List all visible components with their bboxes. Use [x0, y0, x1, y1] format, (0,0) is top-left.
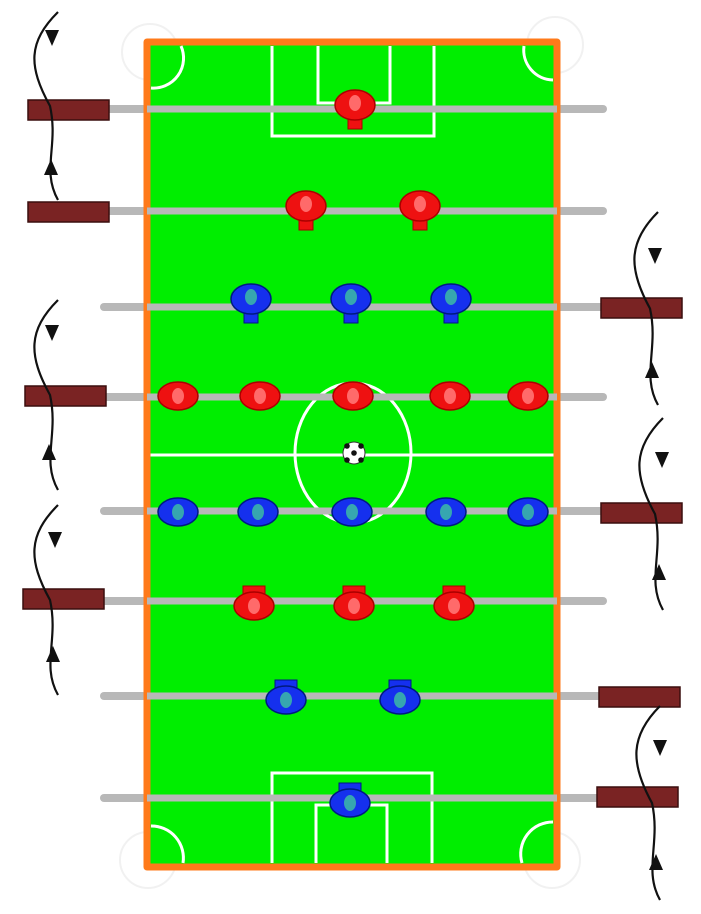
arrow-down-icon	[45, 325, 59, 341]
blue-player-figure	[329, 782, 371, 818]
top-penalty-area	[270, 46, 436, 138]
rotation-curve	[638, 417, 664, 611]
handle-red-goalkeeper-rod	[27, 99, 110, 121]
arrow-up-icon	[46, 646, 60, 662]
player-head	[245, 289, 257, 305]
blue-player-figure	[507, 497, 549, 527]
blue-player-figure	[330, 283, 372, 324]
handle-blue-goalkeeper-rod	[596, 786, 679, 808]
arrow-up-icon	[652, 564, 666, 580]
rotation-arrow-left-1	[33, 11, 59, 201]
arrow-up-icon	[649, 854, 663, 870]
ball-patch	[351, 450, 357, 456]
player-head	[172, 504, 184, 520]
rotation-curve	[633, 211, 659, 406]
rotation-curve	[33, 299, 59, 491]
handle-blue-midfield-rod	[600, 502, 683, 524]
arrow-up-icon	[42, 444, 56, 460]
player-head	[444, 388, 456, 404]
corner-arc	[522, 45, 554, 82]
blue-player-figure	[430, 283, 472, 324]
ball-patch	[358, 457, 364, 463]
handle-red-attack-rod	[22, 588, 105, 610]
player-head	[172, 388, 184, 404]
rotation-curve	[635, 705, 661, 901]
blue-player-figure	[237, 497, 279, 527]
red-player-figure	[233, 585, 275, 621]
player-head	[254, 388, 266, 404]
blue-player-figure	[331, 497, 373, 527]
arrow-down-icon	[45, 30, 59, 46]
red-player-figure	[332, 381, 374, 411]
rotation-arrow-left-3	[33, 504, 62, 696]
red-player-figure	[285, 190, 327, 231]
rotation-curve	[33, 504, 59, 696]
blue-player-figure	[230, 283, 272, 324]
table-frame	[143, 38, 561, 871]
ball-patch	[344, 457, 350, 463]
handle-blue-defense-rod	[598, 686, 681, 708]
player-head	[445, 289, 457, 305]
player-head	[345, 289, 357, 305]
player-head	[300, 196, 312, 212]
red-player-figure	[239, 381, 281, 411]
bottom-penalty-area	[270, 771, 434, 863]
player-head	[448, 598, 460, 614]
player-head	[346, 504, 358, 520]
player-head	[440, 504, 452, 520]
red-player-figure	[334, 89, 376, 130]
arrow-down-icon	[653, 740, 667, 756]
red-player-figure	[333, 585, 375, 621]
red-player-figure	[157, 381, 199, 411]
ball-patch	[344, 443, 350, 449]
corner-arc	[150, 824, 185, 864]
red-player-figure	[429, 381, 471, 411]
player-head	[252, 504, 264, 520]
blue-player-figure	[157, 497, 199, 527]
red-player-figure	[399, 190, 441, 231]
player-head	[522, 388, 534, 404]
handle-red-defense-rod	[27, 201, 110, 223]
player-head	[522, 504, 534, 520]
ball-patch	[358, 443, 364, 449]
arrow-down-icon	[48, 532, 62, 548]
blue-player-figure	[425, 497, 467, 527]
player-head	[280, 692, 292, 708]
arrow-down-icon	[655, 452, 669, 468]
red-player-figure	[507, 381, 549, 411]
rotation-arrow-left-2	[33, 299, 59, 491]
rotation-arrow-right-3	[635, 705, 667, 901]
blue-player-figure	[265, 679, 307, 715]
blue-player-figure	[379, 679, 421, 715]
arrow-up-icon	[44, 159, 58, 175]
handle-blue-attack-rod	[600, 297, 683, 319]
player-head	[349, 95, 361, 111]
player-head	[394, 692, 406, 708]
player-head	[344, 795, 356, 811]
corner-arc	[519, 820, 554, 864]
arrow-up-icon	[645, 362, 659, 378]
red-player-figure	[433, 585, 475, 621]
rotation-arrow-right-1	[633, 211, 662, 406]
soccer-ball	[342, 441, 366, 465]
player-head	[248, 598, 260, 614]
corner-arc	[150, 45, 186, 90]
player-head	[348, 598, 360, 614]
player-head	[414, 196, 426, 212]
rotation-arrow-right-2	[638, 417, 669, 611]
arrow-down-icon	[648, 248, 662, 264]
handle-red-midfield-rod	[24, 385, 107, 407]
player-head	[347, 388, 359, 404]
